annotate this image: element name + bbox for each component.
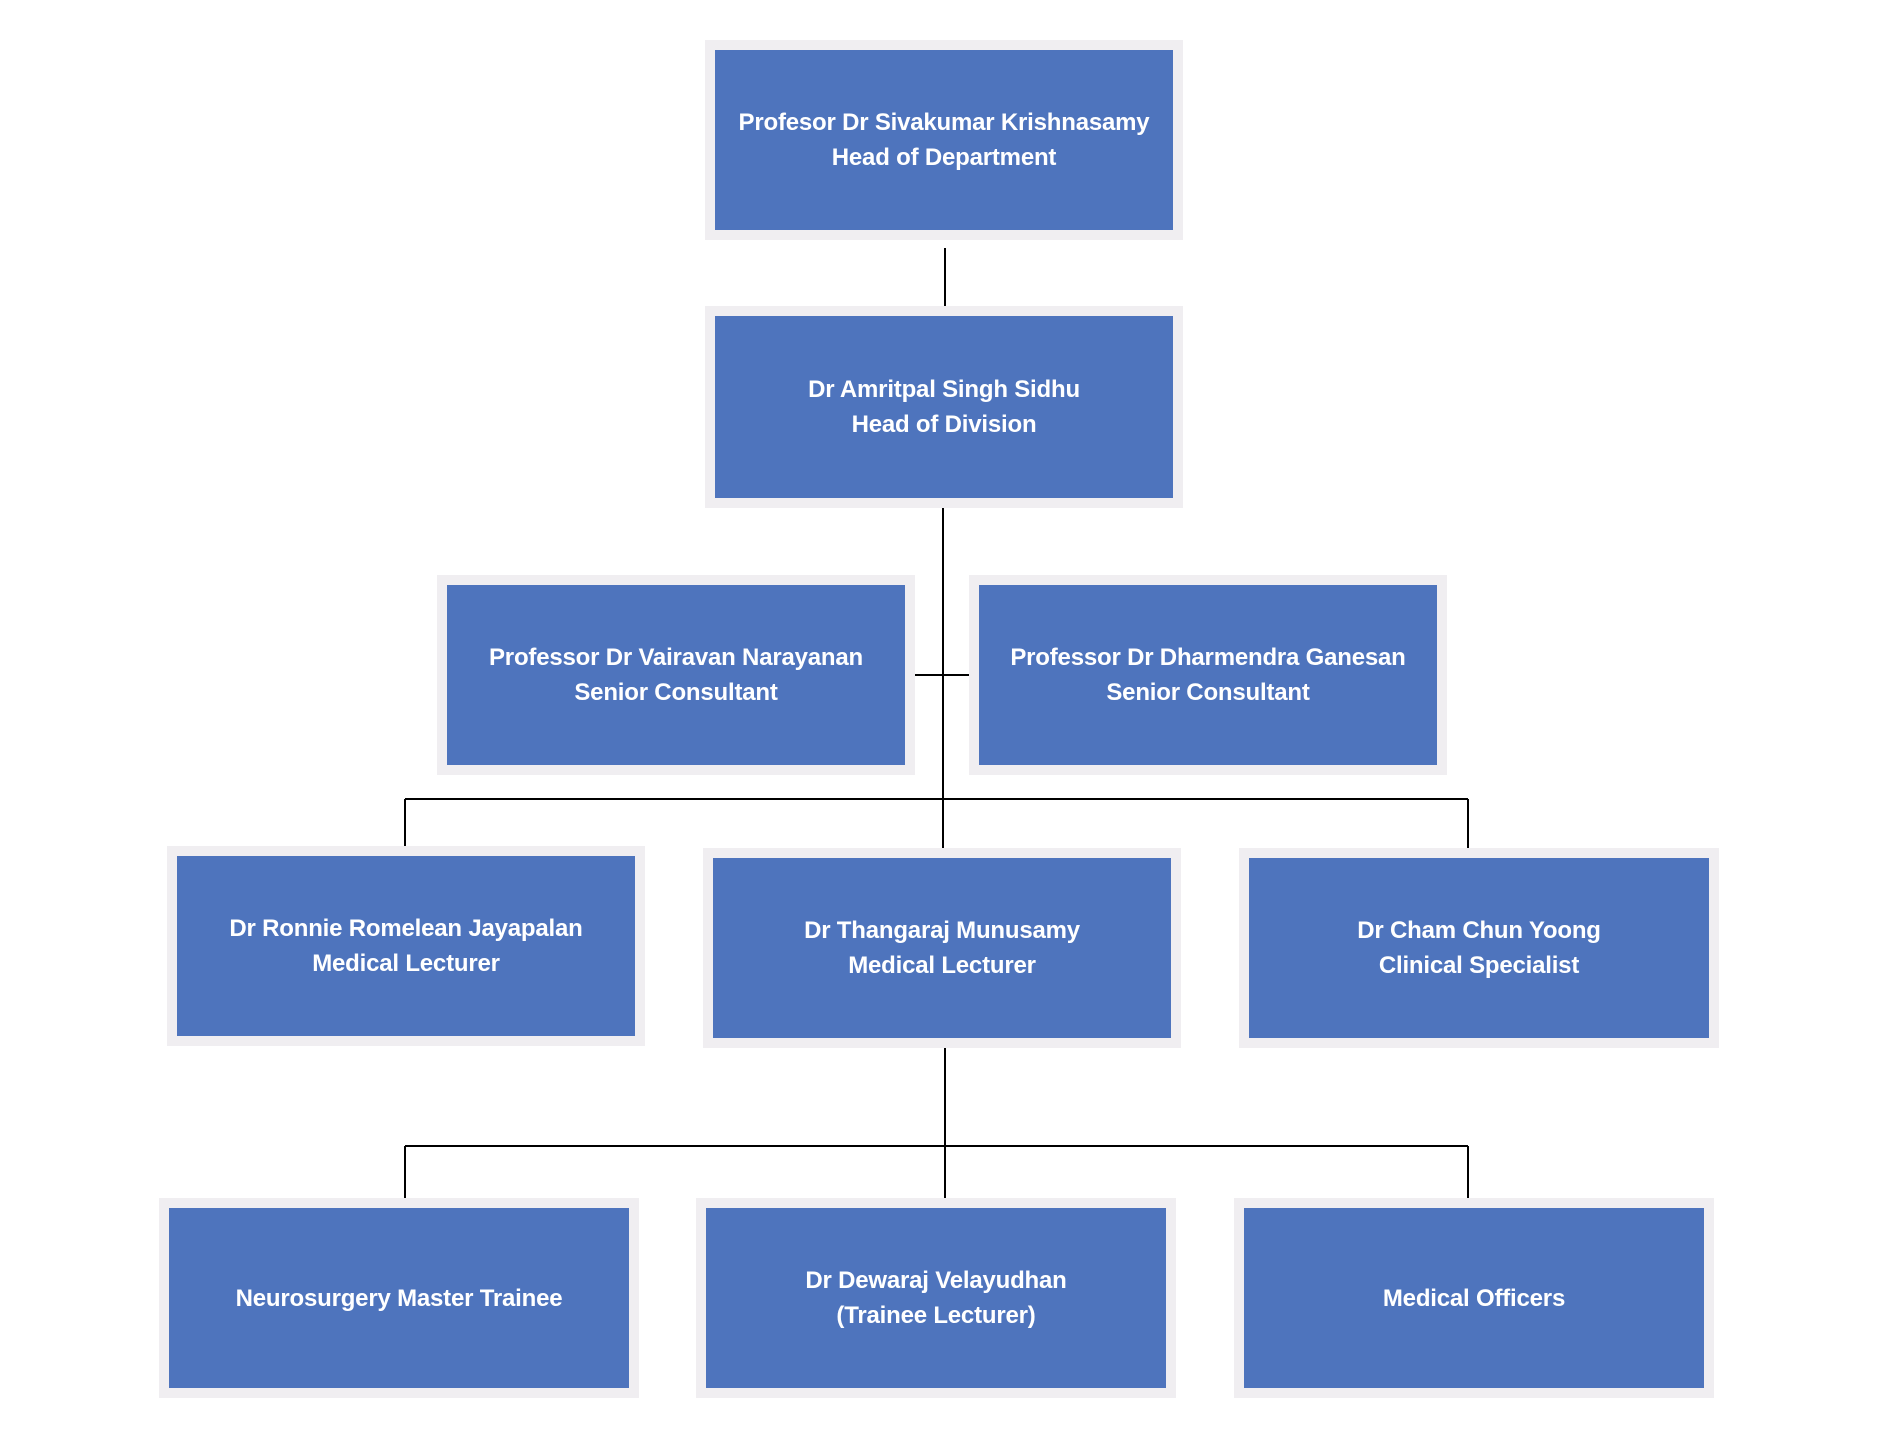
node-neurosurgery-master-trainee: Neurosurgery Master Trainee [159, 1198, 639, 1398]
node-role: Senior Consultant [1106, 679, 1310, 706]
node-box: Dr Dewaraj Velayudhan (Trainee Lecturer) [706, 1208, 1166, 1388]
node-name: Neurosurgery Master Trainee [235, 1284, 563, 1312]
node-name: Profesor Dr Sivakumar Krishnasamy [738, 109, 1150, 136]
node-role: Senior Consultant [574, 679, 778, 706]
node-role: Head of Division [851, 411, 1037, 438]
node-box: Professor Dr Vairavan Narayanan Senior C… [447, 585, 905, 765]
node-box: Profesor Dr Sivakumar Krishnasamy Head o… [715, 50, 1173, 230]
node-name: Dr Dewaraj Velayudhan [805, 1267, 1067, 1294]
node-box: Dr Thangaraj Munusamy Medical Lecturer [713, 858, 1171, 1038]
node-box: Neurosurgery Master Trainee [169, 1208, 629, 1388]
node-head-of-department: Profesor Dr Sivakumar Krishnasamy Head o… [705, 40, 1183, 240]
node-name: Dr Ronnie Romelean Jayapalan [229, 915, 583, 942]
node-name: Dr Thangaraj Munusamy [804, 917, 1080, 944]
node-trainee-lecturer: Dr Dewaraj Velayudhan (Trainee Lecturer) [696, 1198, 1176, 1398]
node-role: (Trainee Lecturer) [836, 1302, 1036, 1329]
node-name: Professor Dr Vairavan Narayanan [489, 644, 863, 671]
node-medical-lecturer-ronnie: Dr Ronnie Romelean Jayapalan Medical Lec… [167, 846, 645, 1046]
node-role: Head of Department [831, 144, 1057, 171]
node-role: Clinical Specialist [1378, 952, 1580, 979]
node-senior-consultant-dharmendra: Professor Dr Dharmendra Ganesan Senior C… [969, 575, 1447, 775]
node-medical-officers: Medical Officers [1234, 1198, 1714, 1398]
node-box: Dr Amritpal Singh Sidhu Head of Division [715, 316, 1173, 498]
node-role: Medical Lecturer [848, 952, 1036, 979]
node-box: Dr Cham Chun Yoong Clinical Specialist [1249, 858, 1709, 1038]
node-box: Medical Officers [1244, 1208, 1704, 1388]
node-name: Professor Dr Dharmendra Ganesan [1010, 644, 1406, 671]
node-medical-lecturer-thangaraj: Dr Thangaraj Munusamy Medical Lecturer [703, 848, 1181, 1048]
node-box: Professor Dr Dharmendra Ganesan Senior C… [979, 585, 1437, 765]
node-senior-consultant-vairavan: Professor Dr Vairavan Narayanan Senior C… [437, 575, 915, 775]
node-box: Dr Ronnie Romelean Jayapalan Medical Lec… [177, 856, 635, 1036]
node-name: Medical Officers [1382, 1284, 1566, 1312]
node-name: Dr Amritpal Singh Sidhu [808, 376, 1080, 403]
node-clinical-specialist: Dr Cham Chun Yoong Clinical Specialist [1239, 848, 1719, 1048]
node-role: Medical Lecturer [312, 950, 500, 977]
node-name: Dr Cham Chun Yoong [1357, 917, 1601, 944]
node-head-of-division: Dr Amritpal Singh Sidhu Head of Division [705, 306, 1183, 508]
